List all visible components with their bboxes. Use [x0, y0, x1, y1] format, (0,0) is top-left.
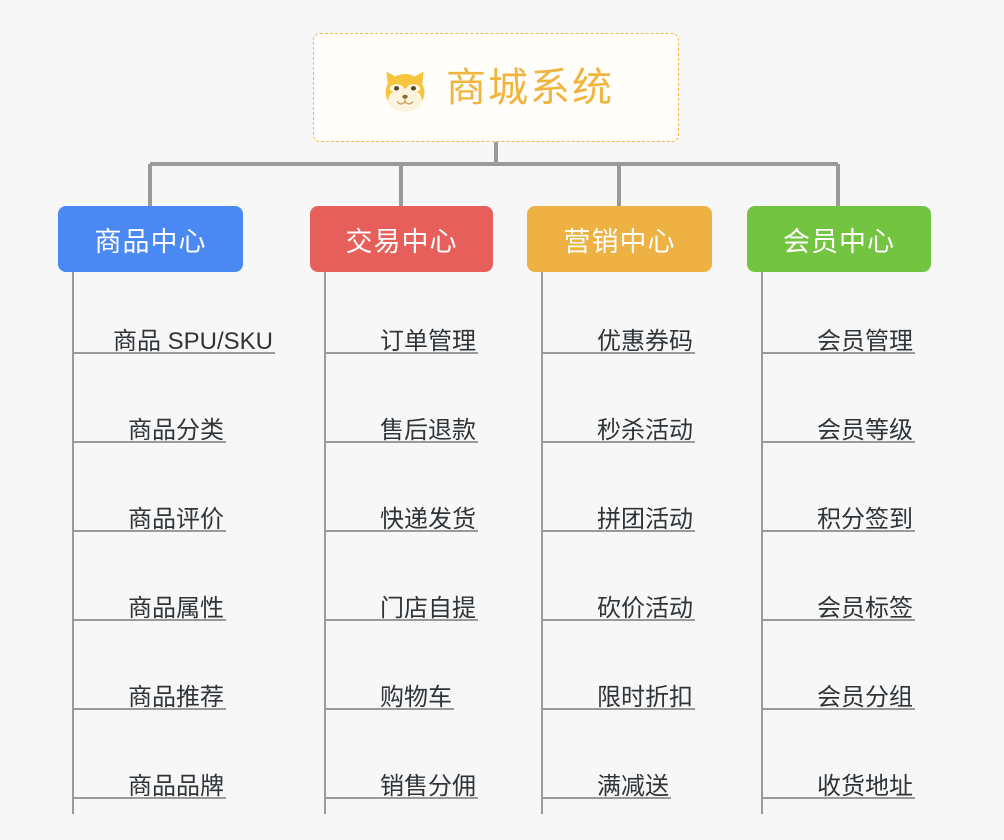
- leaf-item[interactable]: 商品分类: [72, 395, 226, 444]
- leaf-item[interactable]: 限时折扣: [541, 662, 695, 711]
- leaf-item[interactable]: 会员分组: [761, 662, 915, 711]
- shiba-inu-dog-face-icon: [378, 63, 432, 117]
- leaf-item[interactable]: 会员标签: [761, 573, 915, 622]
- leaf-item[interactable]: 砍价活动: [541, 573, 695, 622]
- leaf-item[interactable]: 积分签到: [761, 484, 915, 533]
- branch-trunk-product-center: [72, 272, 74, 814]
- category-label: 交易中心: [345, 226, 458, 257]
- leaf-label: 商品推荐: [128, 684, 224, 711]
- leaf-label: 商品 SPU/SKU: [112, 328, 273, 355]
- category-label: 商品中心: [94, 226, 207, 257]
- leaf-item[interactable]: 商品推荐: [72, 662, 226, 711]
- leaf-item[interactable]: 购物车: [324, 662, 454, 711]
- branch-trunk-member-center: [761, 272, 763, 814]
- leaf-item[interactable]: 优惠券码: [541, 306, 695, 355]
- leaf-label: 商品评价: [128, 506, 224, 533]
- leaf-item[interactable]: 订单管理: [324, 306, 478, 355]
- leaf-label: 快递发货: [380, 506, 476, 533]
- leaf-item[interactable]: 秒杀活动: [541, 395, 695, 444]
- root-node[interactable]: 商城系统: [313, 33, 679, 142]
- leaf-item[interactable]: 拼团活动: [541, 484, 695, 533]
- leaf-label: 商品分类: [128, 417, 224, 444]
- category-label: 营销中心: [563, 226, 676, 257]
- leaf-label: 秒杀活动: [597, 417, 693, 444]
- branch-trunk-marketing-center: [541, 272, 543, 814]
- leaf-label: 会员管理: [817, 328, 913, 355]
- root-title: 商城系统: [446, 65, 614, 110]
- leaf-label: 商品属性: [128, 595, 224, 622]
- leaf-label: 拼团活动: [597, 506, 693, 533]
- leaf-label: 优惠券码: [597, 328, 693, 355]
- leaf-item[interactable]: 满减送: [541, 751, 671, 800]
- leaf-item[interactable]: 商品品牌: [72, 751, 226, 800]
- leaf-label: 会员等级: [817, 417, 913, 444]
- leaf-label: 会员分组: [817, 684, 913, 711]
- leaf-label: 销售分佣: [380, 773, 476, 800]
- leaf-item[interactable]: 门店自提: [324, 573, 478, 622]
- category-label: 会员中心: [783, 226, 895, 257]
- leaf-label: 积分签到: [817, 506, 913, 533]
- leaf-item[interactable]: 会员等级: [761, 395, 915, 444]
- leaf-label: 订单管理: [380, 328, 476, 355]
- leaf-item[interactable]: 会员管理: [761, 306, 915, 355]
- leaf-label: 限时折扣: [597, 684, 693, 711]
- leaf-label: 门店自提: [380, 595, 476, 622]
- leaf-label: 砍价活动: [597, 595, 693, 622]
- category-header-product-center[interactable]: 商品中心: [58, 206, 243, 272]
- leaf-item[interactable]: 售后退款: [324, 395, 478, 444]
- leaf-label: 商品品牌: [128, 773, 224, 800]
- category-header-marketing-center[interactable]: 营销中心: [527, 206, 712, 272]
- leaf-label: 售后退款: [380, 417, 476, 444]
- leaf-label: 购物车: [380, 684, 452, 711]
- leaf-item[interactable]: 商品属性: [72, 573, 226, 622]
- leaf-label: 满减送: [597, 773, 669, 800]
- branch-trunk-trade-center: [324, 272, 326, 814]
- leaf-label: 会员标签: [817, 595, 913, 622]
- leaf-item[interactable]: 收货地址: [761, 751, 915, 800]
- leaf-item[interactable]: 快递发货: [324, 484, 478, 533]
- leaf-item[interactable]: 商品评价: [72, 484, 226, 533]
- category-header-member-center[interactable]: 会员中心: [747, 206, 931, 272]
- category-header-trade-center[interactable]: 交易中心: [310, 206, 493, 272]
- leaf-item[interactable]: 商品 SPU/SKU: [72, 306, 275, 355]
- leaf-item[interactable]: 销售分佣: [324, 751, 478, 800]
- leaf-label: 收货地址: [817, 773, 913, 800]
